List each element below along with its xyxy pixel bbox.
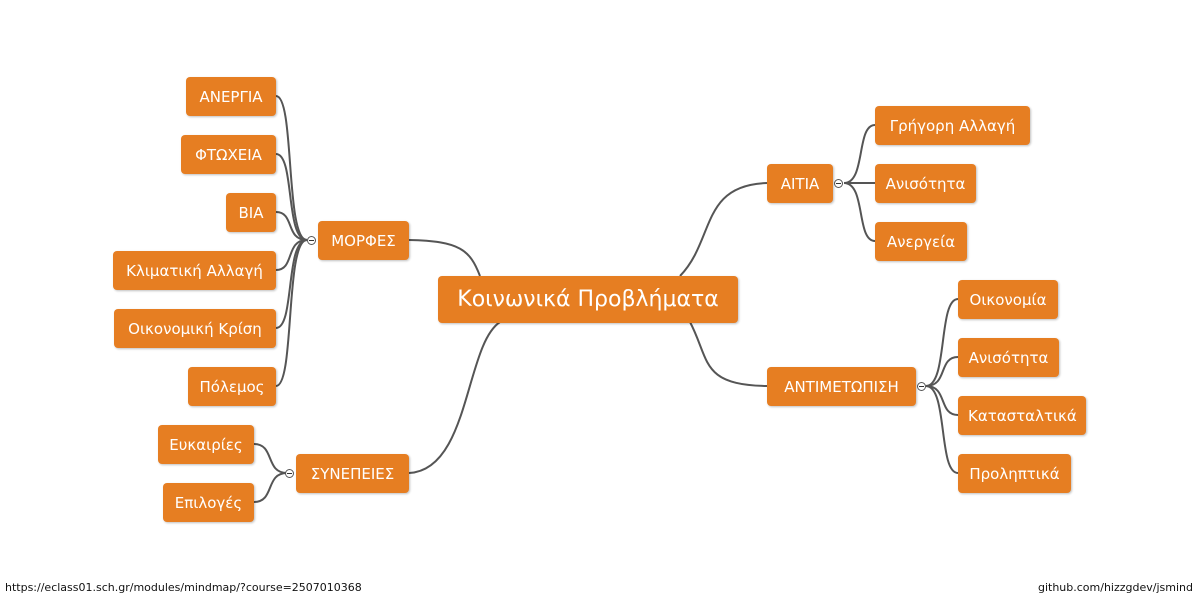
collapse-morfes-toggle[interactable] (307, 236, 316, 245)
node-morfes-4[interactable]: Οικονομική Κρίση (114, 309, 276, 348)
branch-antimetopisi[interactable]: ΑΝΤΙΜΕΤΩΠΙΣΗ (767, 367, 916, 406)
link-morfes-via (275, 211, 308, 241)
link-antimetopisi-anisotita (925, 356, 959, 387)
link-morfes-ftoxeia (275, 153, 308, 241)
node-synepeies-1[interactable]: Επιλογές (163, 483, 254, 522)
collapse-aitia-toggle[interactable] (834, 179, 843, 188)
footer-url: https://eclass01.sch.gr/modules/mindmap/… (5, 581, 362, 594)
node-morfes-0[interactable]: ΑΝΕΡΓΙΑ (186, 77, 276, 116)
root-node[interactable]: Κοινωνικά Προβλήματα (438, 276, 738, 323)
link-root-synepeies (408, 321, 501, 474)
link-synepeies-epiloges (253, 472, 288, 503)
link-aitia-grigori (843, 124, 876, 184)
branch-synepeies[interactable]: ΣΥΝΕΠΕΙΕΣ (296, 454, 409, 493)
link-antimetopisi-proliptika (925, 385, 959, 474)
node-morfes-5[interactable]: Πόλεμος (188, 367, 276, 406)
node-antimetopisi-1[interactable]: Ανισότητα (958, 338, 1059, 377)
link-morfes-anergia (275, 95, 308, 241)
link-root-morfes (408, 239, 481, 277)
link-antimetopisi-katastaltika (925, 385, 959, 416)
link-synepeies-eukairies (253, 443, 288, 474)
link-aitia-anergeia (843, 182, 876, 242)
collapse-antimetopisi-toggle[interactable] (917, 382, 926, 391)
node-morfes-3[interactable]: Κλιματική Αλλαγή (113, 251, 276, 290)
branch-morfes[interactable]: ΜΟΡΦΕΣ (318, 221, 409, 260)
link-antimetopisi-oikonomia (925, 298, 959, 387)
node-antimetopisi-0[interactable]: Οικονομία (958, 280, 1058, 319)
node-morfes-2[interactable]: ΒΙΑ (226, 193, 276, 232)
collapse-synepeies-toggle[interactable] (285, 469, 294, 478)
link-root-aitia (679, 182, 768, 277)
node-antimetopisi-2[interactable]: Κατασταλτικά (958, 396, 1086, 435)
node-morfes-1[interactable]: ΦΤΩΧΕΙΑ (181, 135, 276, 174)
footer-credit[interactable]: github.com/hizzgdev/jsmind (1037, 581, 1193, 594)
link-morfes-polemos (275, 239, 308, 387)
link-morfes-klimatiki (275, 239, 308, 271)
node-aitia-2[interactable]: Ανεργεία (875, 222, 967, 261)
branch-aitia[interactable]: ΑΙΤΙΑ (767, 164, 833, 203)
node-aitia-1[interactable]: Ανισότητα (875, 164, 976, 203)
node-synepeies-0[interactable]: Ευκαιρίες (158, 425, 254, 464)
node-antimetopisi-3[interactable]: Προληπτικά (958, 454, 1071, 493)
link-root-antimetopisi (689, 321, 768, 387)
node-aitia-0[interactable]: Γρήγορη Αλλαγή (875, 106, 1030, 145)
